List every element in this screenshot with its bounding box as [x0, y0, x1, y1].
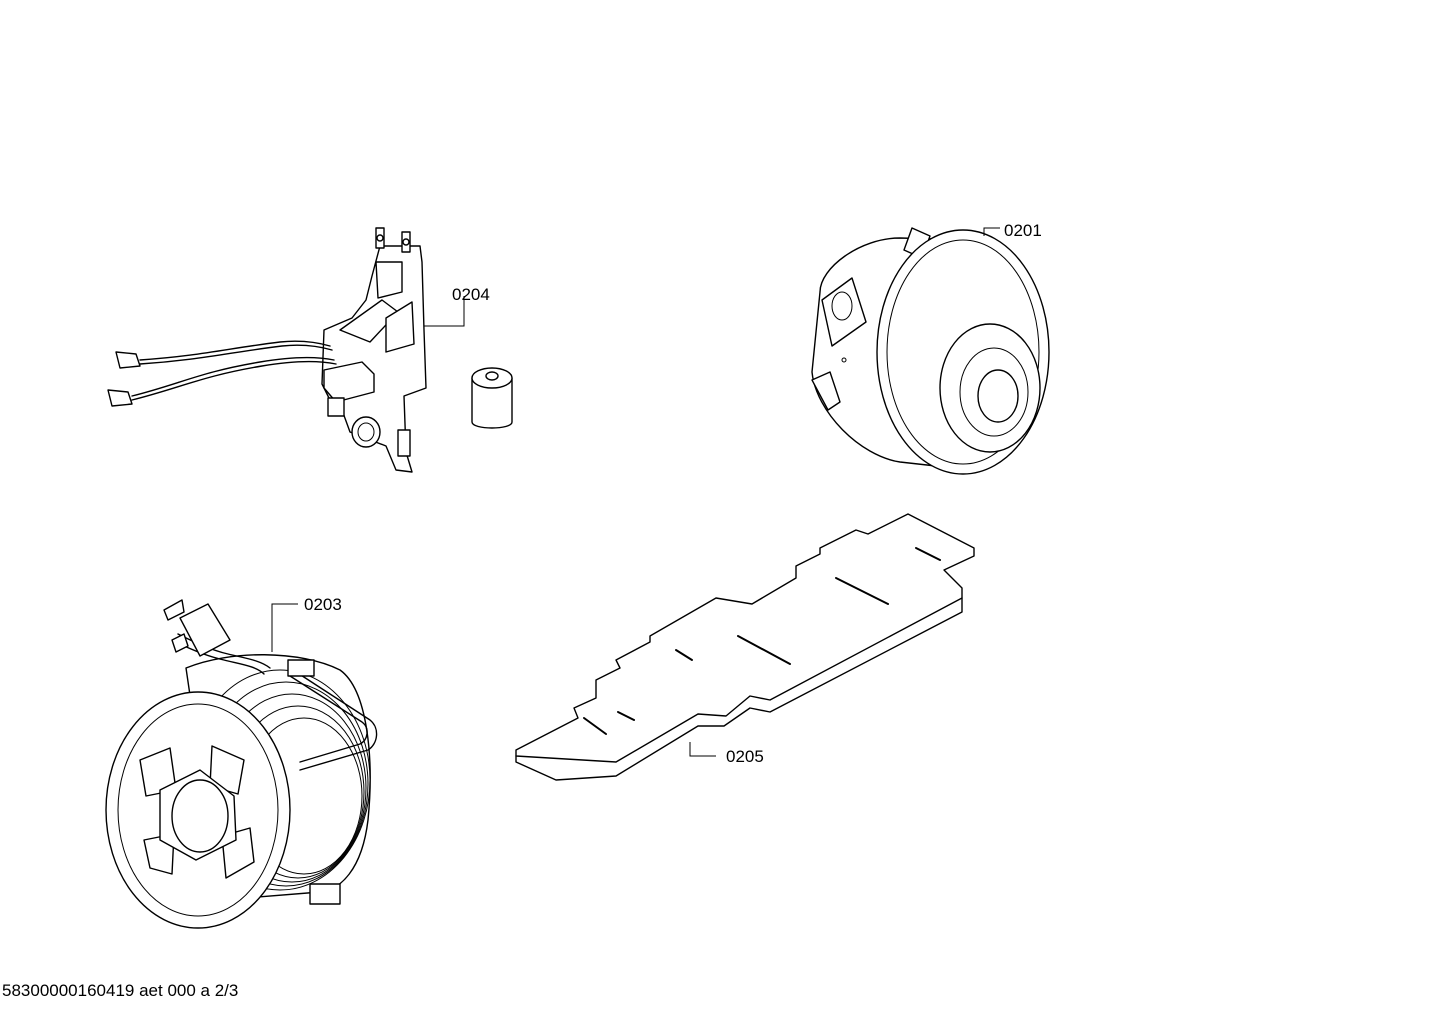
ferrite-core-drawing: [471, 367, 513, 429]
circuit-board-drawing: [107, 227, 427, 473]
leader-line-0201: [983, 227, 1000, 236]
cable-reel-drawing: [105, 599, 378, 929]
leader-line-0204: [424, 296, 465, 327]
part-label-0205: 0205: [726, 747, 764, 766]
leader-line-0205: [689, 742, 716, 757]
document-id-footer: 58300000160419 aet 000 a 2/3: [2, 981, 239, 1000]
part-label-0204: 0204: [452, 285, 490, 304]
motor-drawing: [811, 227, 1050, 475]
leader-line-0203: [271, 603, 298, 652]
insulation-plate-drawing: [515, 513, 975, 781]
part-label-0201: 0201: [1004, 221, 1042, 240]
part-label-0203: 0203: [304, 595, 342, 614]
